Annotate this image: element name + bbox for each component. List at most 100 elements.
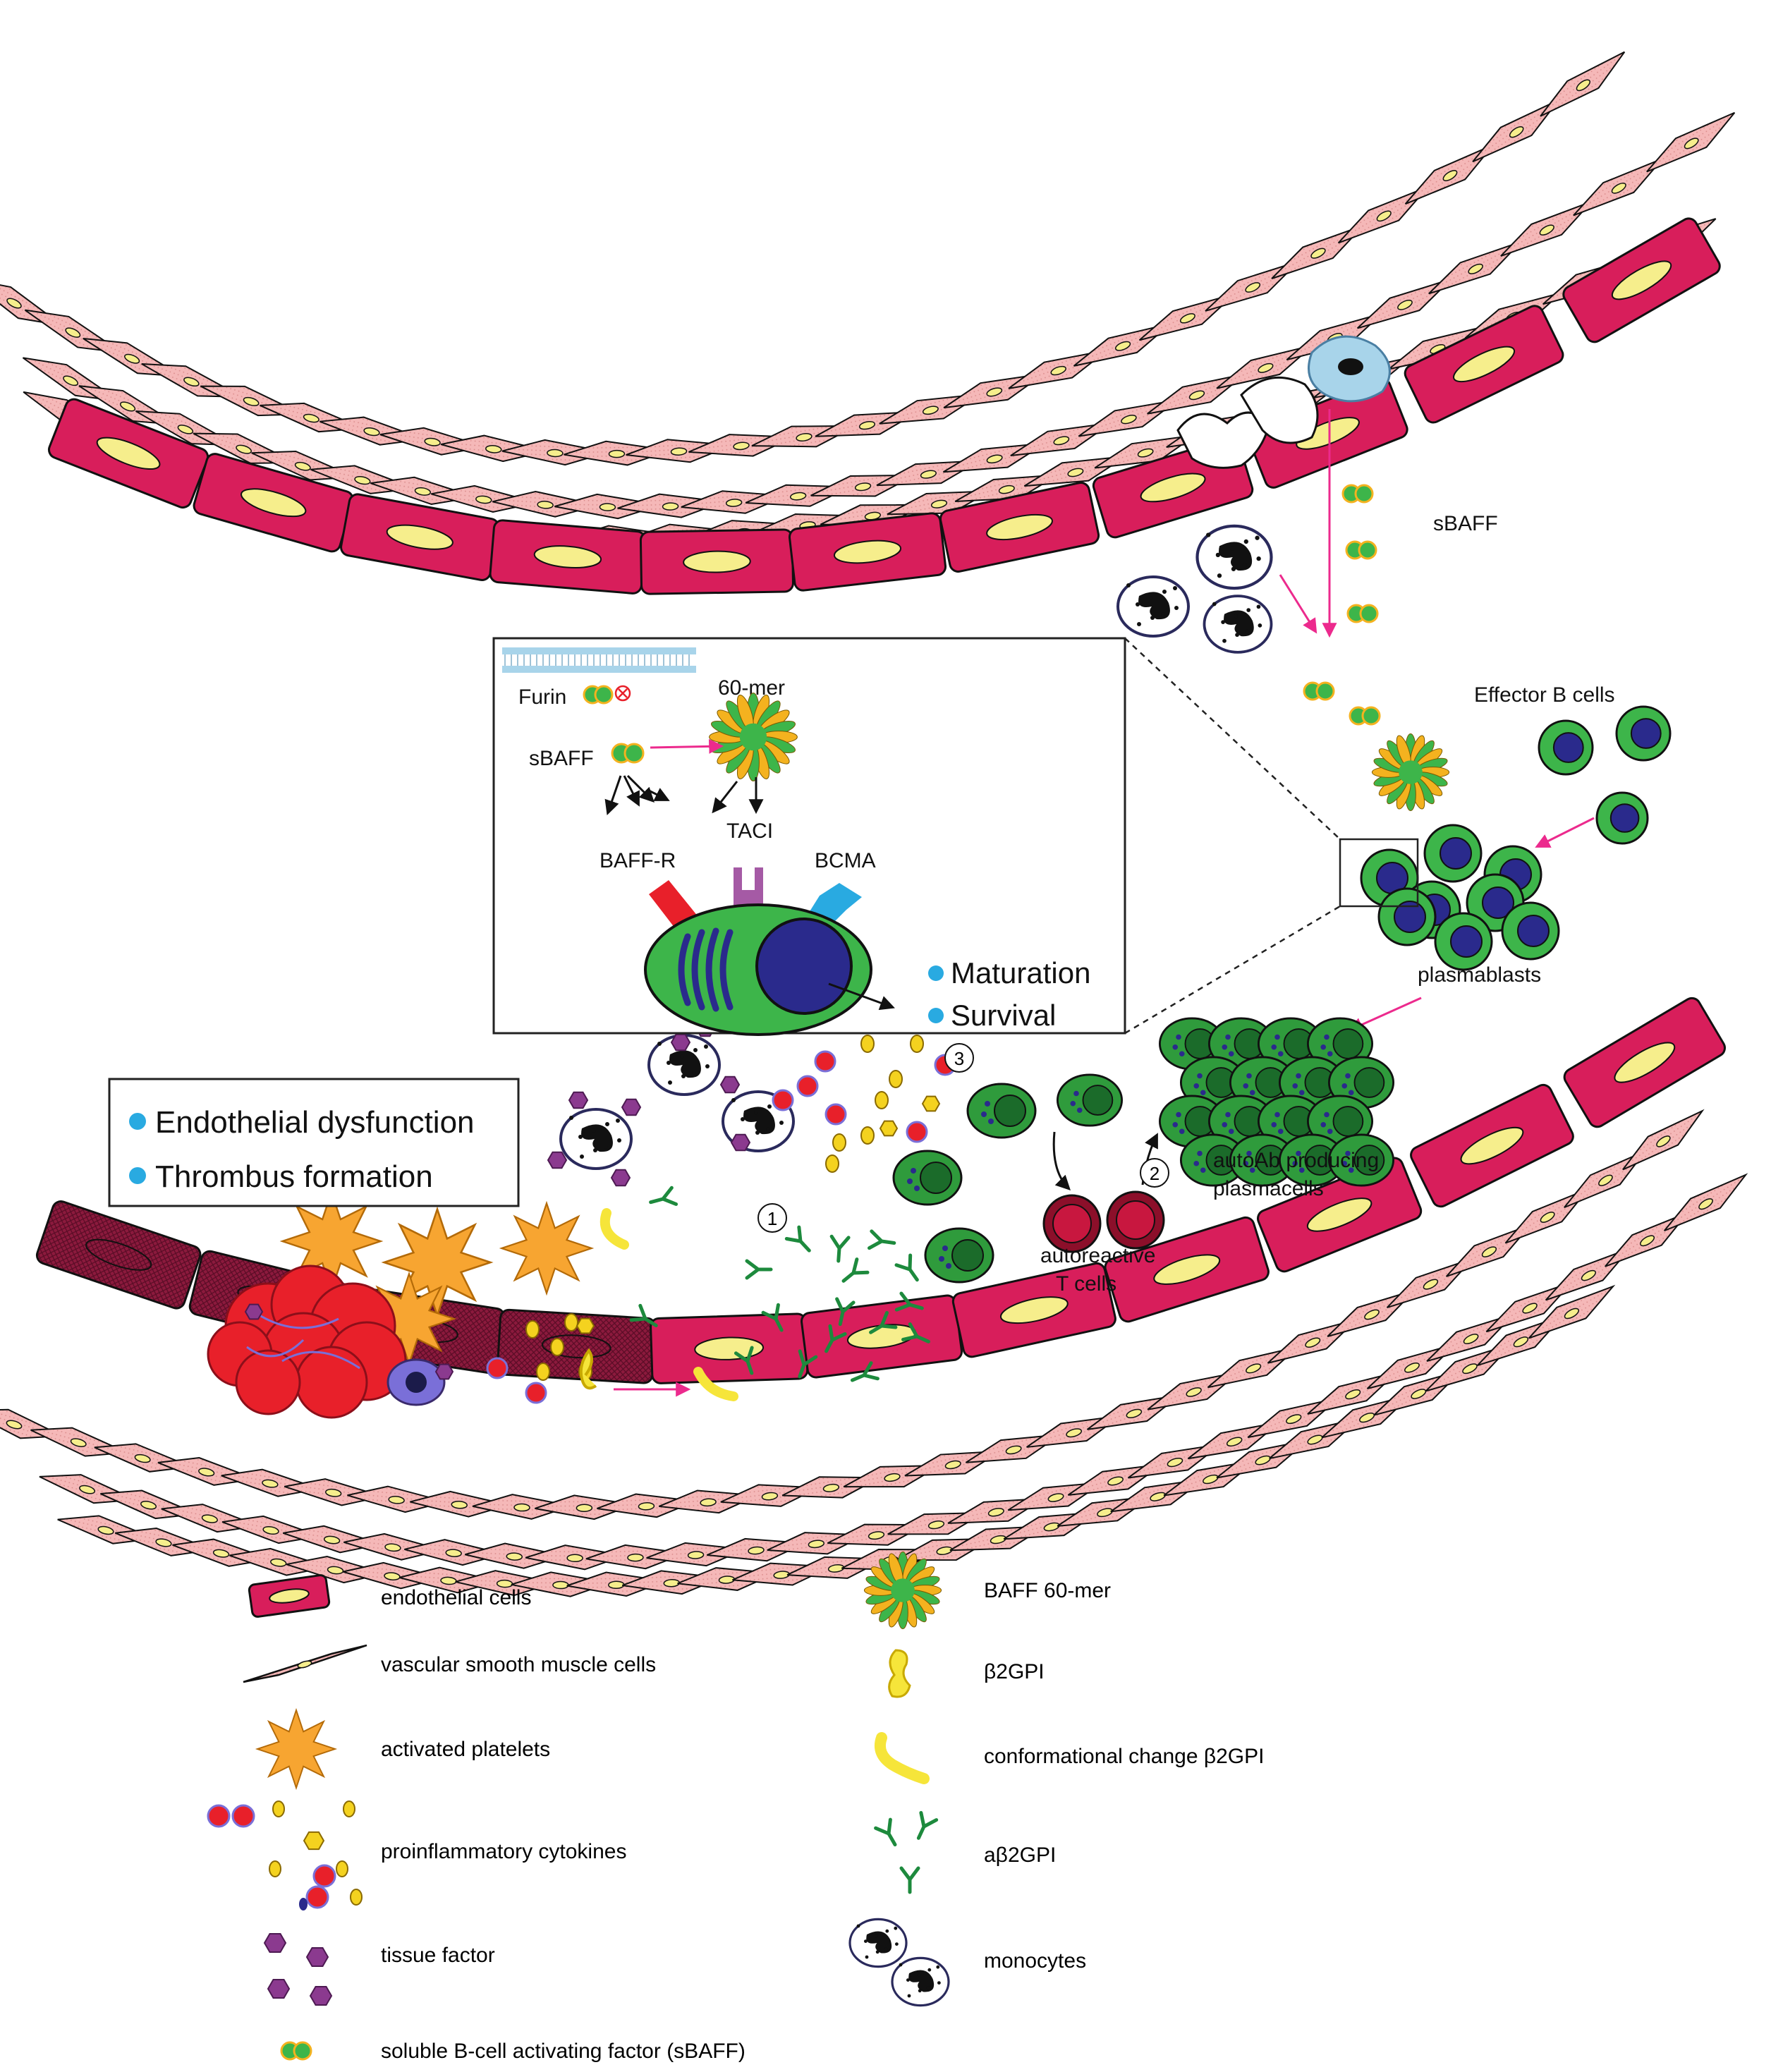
antibody [901, 1322, 930, 1343]
damaged-endothelial-cell [35, 1200, 202, 1310]
legend-smooth-muscle-icon [243, 1644, 367, 1683]
hexagon-mediator [568, 1091, 589, 1109]
svg-text:3: 3 [954, 1048, 964, 1069]
smooth-muscle-cell [597, 1493, 699, 1518]
smooth-muscle-cell [1404, 144, 1494, 205]
binding-arrows [604, 774, 764, 815]
hexagon-mediator [547, 1151, 568, 1169]
cytokine-yellow [889, 1070, 903, 1088]
plasma-cell [1179, 1056, 1247, 1109]
hexagon-mediator [263, 1933, 287, 1953]
autoreactive-label-line2: T cells [1056, 1272, 1116, 1296]
autoab-label-line2: plasmacells [1213, 1177, 1324, 1200]
plasma-cell [1327, 1133, 1395, 1187]
hexagon-mediator [670, 1033, 691, 1052]
antibody [745, 1259, 773, 1280]
b-cell-nucleus [755, 918, 853, 1015]
zoom-source-box [1339, 838, 1419, 908]
antibody [649, 1186, 678, 1206]
legend-b2gpi-conformational-label: conformational change β2GPI [984, 1745, 1265, 1768]
antibody [784, 1225, 811, 1253]
membrane-bilayer [502, 647, 696, 673]
antibody [850, 1361, 880, 1382]
sbaff-label-top: sBAFF [1433, 512, 1498, 535]
legend-endothelial-icon [248, 1574, 331, 1618]
antibody [829, 1234, 851, 1263]
antibody [869, 1310, 898, 1334]
effector-b-cells-label: Effector B cells [1474, 683, 1615, 707]
autoreactive-label-line1: autoreactive [1040, 1244, 1155, 1267]
smooth-muscle-cell [1540, 51, 1626, 117]
smooth-muscle-cell [157, 1457, 259, 1486]
endothelial-cell [1404, 305, 1564, 424]
survival-label: Survival [951, 999, 1056, 1032]
thrombus [207, 1264, 446, 1419]
smooth-muscle-cell [1663, 1173, 1748, 1232]
activated-platelet [499, 1200, 595, 1296]
thrombus-formation-bullet [129, 1167, 146, 1184]
endothelial-cell [650, 1312, 809, 1384]
antibody [874, 1817, 897, 1847]
monocyte [1195, 524, 1273, 590]
cytokine-yellow [860, 1035, 875, 1053]
antibody [894, 1253, 919, 1282]
cytokine-red [814, 1050, 836, 1073]
effector-b-cell [1538, 719, 1594, 776]
endothelial-cell [47, 398, 209, 509]
smooth-muscle-cell [39, 1474, 139, 1504]
cytokine-yellow [860, 1126, 875, 1145]
endothelial-cell [193, 453, 354, 553]
step-3-marker: 3 [944, 1043, 974, 1073]
furin-block-icon [614, 685, 631, 702]
hexagon-mediator [244, 1303, 264, 1320]
b-cell-inset [644, 867, 895, 1036]
hexagon-mediator [879, 1120, 899, 1137]
legend-b2gpi-label: β2GPI [984, 1660, 1045, 1683]
antibody [894, 1291, 924, 1312]
autoreactive-t-cell [1042, 1194, 1102, 1253]
survival-bullet [928, 1008, 944, 1023]
smooth-muscle-cell [1646, 111, 1736, 173]
sbaff-molecule [1346, 604, 1379, 623]
endothelial-cell [1410, 1083, 1574, 1208]
smooth-muscle-cell [30, 1427, 130, 1457]
hexagon-mediator [719, 1075, 741, 1094]
zoom-line-bottom [1124, 905, 1341, 1035]
endothelial-cell [639, 528, 794, 595]
hexagon-mediator [303, 1831, 325, 1851]
cells-and-mediators [207, 335, 1672, 1419]
legend-tissue-factor-label: tissue factor [381, 1944, 495, 1967]
plasma-cell [892, 1150, 963, 1206]
cytokine-red [772, 1089, 794, 1111]
smooth-muscle-cell [1528, 1284, 1616, 1339]
smooth-muscle-cell [94, 1443, 195, 1473]
smooth-muscle-cell [1622, 1109, 1705, 1171]
cytokine-yellow [875, 1091, 889, 1109]
smooth-muscle-cell [1573, 157, 1664, 217]
hexagon-mediator [610, 1169, 631, 1187]
endothelial-cell [951, 1262, 1116, 1358]
endothelial-cell [939, 481, 1100, 573]
monocyte [891, 1956, 950, 2007]
sbaff-membrane-icon [583, 685, 614, 705]
taci-label: TACI [726, 819, 773, 843]
smooth-muscle-layer-lower [0, 1109, 1748, 1597]
hexagon-mediator [730, 1133, 751, 1152]
endothelium-upper [47, 217, 1721, 595]
baff-signaling-inset: Furin 60-mer sBAFF TACI BAFF-R BCMA [492, 637, 1419, 1036]
smooth-muscle-cell [472, 1494, 575, 1520]
baff-r-label: BAFF-R [600, 849, 676, 872]
endothelial-dysfunction-bullet [129, 1113, 146, 1130]
antibody [841, 1257, 870, 1283]
step-2-marker: 2 [1140, 1158, 1169, 1188]
legend-monocytes-icon [848, 1918, 950, 2007]
legend-b2gpi-icon [888, 1649, 911, 1698]
legend: endothelial cells vascular smooth muscle… [207, 1551, 1265, 2063]
endothelial-cell [801, 1294, 963, 1379]
monocyte [1203, 595, 1273, 654]
legend-antibody-label: aβ2GPI [984, 1844, 1056, 1867]
plasma-cell [1179, 1133, 1247, 1187]
sbaff-label-inset: sBAFF [529, 747, 594, 770]
plasma-cell [966, 1083, 1037, 1139]
